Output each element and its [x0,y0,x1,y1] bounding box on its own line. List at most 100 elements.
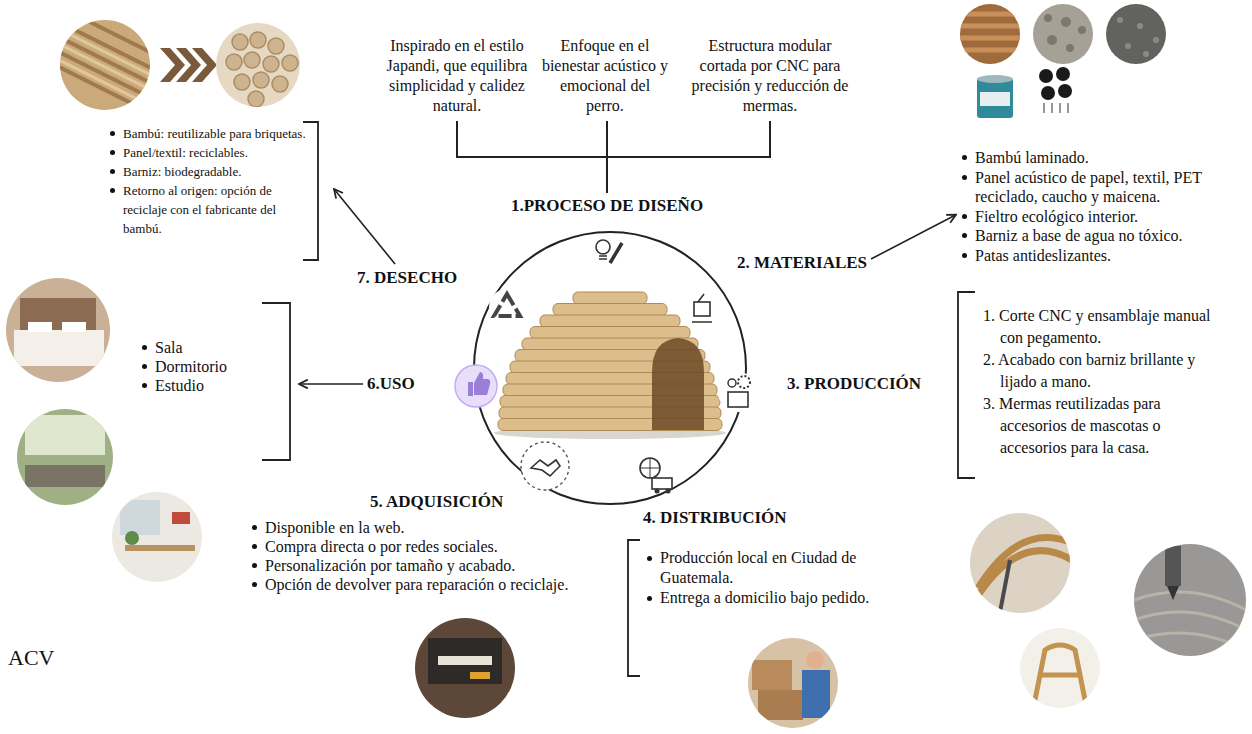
list-item: Estudio [140,376,295,395]
chevron [192,48,217,82]
materials-icon [685,294,719,329]
window [120,500,160,535]
connector [457,122,607,192]
screws [1044,103,1068,113]
pellet [234,74,250,90]
connector [871,215,956,259]
stage-title: 5. ADQUISICIÓN [370,492,503,512]
plank-lines [958,14,1022,50]
living-room-photo [15,407,115,507]
stage-title: 2. MATERIALES [737,253,867,273]
connector [334,189,395,264]
icon-ground [455,365,497,407]
note-text: Enfoque en el bienestar acústico y emoci… [540,36,670,116]
stage-title: 4. DISTRIBUCIÓN [643,508,787,528]
texture-dot [1047,35,1057,45]
handshake [531,460,560,476]
icon-ground [685,295,719,329]
cycle-circle [474,232,746,504]
varnish-can [977,75,1013,118]
dome-layer [573,292,647,304]
recycle-arrows [494,294,520,316]
design-note: Inspirado en el estilo Japandi, que equi… [375,36,540,116]
design-note: Estructura modular cortada por CNC para … [684,36,856,116]
courier-head [806,651,824,669]
list-item: Panel acústico de papel, textil, PET rec… [960,168,1222,207]
photo-ground [1018,626,1102,710]
list-item: Opción de devolver para reparación o rec… [250,575,610,594]
pellet [226,54,242,70]
photo-ground [413,616,517,720]
disposal-icon [489,289,525,325]
foot-pad [1056,67,1070,81]
stage-list: Bambú laminado.Panel acústico de papel, … [960,148,1222,265]
texture-dot [1153,37,1159,43]
stage-heading: 2. MATERIALES [737,253,867,273]
pellet [244,52,260,68]
photo-ground [15,407,115,507]
bamboo-band [972,537,1076,605]
screen [428,638,502,684]
list-item: Bambú: reutilizable para briquetas. [108,124,308,143]
icon-ground [489,289,525,325]
list-item: Barniz a base de agua no tóxico. [960,226,1222,246]
bamboo-dome-bed [498,292,722,431]
dome-layer [553,304,667,316]
texture-dots [1044,14,1086,52]
stage-list: Bambú: reutilizable para briquetas.Panel… [108,124,330,238]
bed [14,330,104,366]
photo-ground [214,21,302,109]
bamboo-photo [55,12,160,115]
list-item: Sala [140,338,295,357]
courier-body [802,670,830,718]
website-photo [413,616,517,720]
pellet [282,55,298,71]
design-note: Enfoque en el bienestar acústico y emoci… [540,36,670,116]
connector [299,383,363,385]
list-item: Producción local en Ciudad de Guatemala. [645,548,895,588]
stage-heading: 6.USO [367,374,415,394]
pellets [226,32,298,107]
connector [607,122,770,192]
gear [738,376,750,388]
painting [172,512,190,524]
studio-photo [110,490,204,584]
stage-title: 1.PROCESO DE DISEÑO [511,196,703,216]
pellet [263,56,279,72]
stage-heading: 3. PRODUCCIÓN [787,374,921,394]
plant [125,531,139,545]
texture-dot [1061,17,1071,27]
stage-list: Producción local en Ciudad de Guatemala.… [645,548,895,608]
stage-heading: 1.PROCESO DE DISEÑO [511,196,703,216]
stage-title: 6.USO [367,374,415,394]
parcel [752,660,792,690]
photo-ground [1132,542,1248,658]
use-icon [455,365,497,407]
note-text: Inspirado en el estilo Japandi, que equi… [375,36,540,116]
foot-pad [1058,84,1072,98]
dome-layer [540,315,680,327]
briquette-photo [214,21,302,109]
bamboo-strip [55,12,160,115]
texture-dot [1117,17,1123,23]
pencil [610,243,622,263]
photo-ground [1104,2,1168,66]
photo-ground [1031,2,1095,66]
dome-entrance [652,338,704,430]
pet-chair-photo [1018,626,1102,710]
stage-title: 3. PRODUCCIÓN [787,374,921,394]
bracket [958,292,975,478]
pellet [232,34,248,50]
can-body [977,78,1013,118]
parcel [758,690,803,720]
list-item: Personalización por tamaño y acabado. [250,556,610,575]
truck [652,478,672,489]
bracket [303,122,318,260]
texture-dot [1137,23,1143,29]
design-icon [596,240,622,263]
rubber-photo [1104,2,1168,66]
search-bar [438,656,492,665]
tool-lines [692,294,712,322]
drill-body [1165,546,1181,586]
